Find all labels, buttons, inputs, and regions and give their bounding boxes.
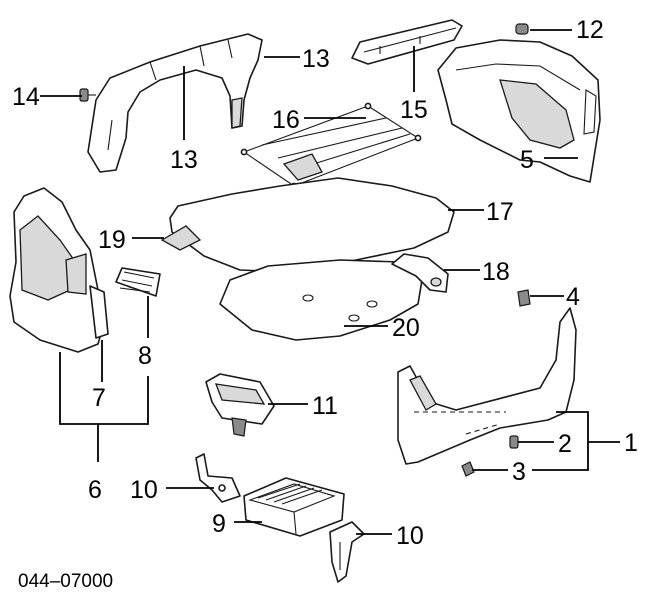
part-15-shelf-brace: [351, 19, 463, 65]
part-7-bracket: [89, 285, 109, 339]
callout-16: 16: [272, 106, 300, 134]
callout-5: 5: [520, 146, 534, 174]
callout-3: 3: [512, 458, 526, 486]
part-4-clip: [517, 289, 531, 307]
callout-13-top: 13: [302, 45, 330, 73]
part-9-amplifier: [243, 477, 345, 537]
callout-17: 17: [486, 198, 514, 226]
callout-13-lower: 13: [170, 146, 198, 174]
part-18-support-bracket: [391, 253, 449, 293]
part-12-clip: [515, 23, 529, 35]
callout-9: 9: [212, 510, 226, 538]
part-5-right-quarter-trim: [437, 39, 601, 183]
callout-10-upper: 10: [130, 476, 158, 504]
callout-10-lower: 10: [396, 522, 424, 550]
part-13-left-quarter-trim: [87, 33, 263, 173]
callout-11: 11: [312, 392, 338, 420]
part-10-bracket-lower: [329, 521, 365, 583]
part-6-left-side-trim: [9, 187, 107, 353]
part-14-clip: [79, 88, 96, 102]
callout-7: 7: [92, 384, 106, 412]
callout-6: 6: [88, 476, 102, 504]
part-3-clip: [461, 461, 475, 477]
callout-14: 14: [12, 83, 40, 111]
part-19-trim-piece: [160, 225, 202, 251]
part-10-bracket-upper: [195, 453, 241, 503]
callout-numbers: 13 13 14 12 15 16 5 17 19 18 4 20 8 7 6 …: [12, 16, 638, 550]
callout-2: 2: [558, 430, 572, 458]
part-2-clip: [509, 435, 519, 449]
callout-12: 12: [576, 16, 604, 44]
part-16-cargo-net: [240, 102, 422, 190]
callout-20: 20: [392, 314, 420, 342]
leader-lines: [40, 29, 620, 535]
callout-1: 1: [624, 429, 638, 457]
part-17-trunk-mat: [169, 177, 455, 273]
drawing-code: 044–07000: [18, 571, 113, 592]
part-8-vent-grille: [115, 267, 161, 297]
callout-4: 4: [566, 283, 580, 311]
part-11-storage-tray: [205, 373, 275, 437]
part-1-rear-finish-panel: [397, 307, 577, 465]
callout-19: 19: [98, 226, 126, 254]
part-20-floor-board: [219, 259, 423, 341]
callout-15: 15: [400, 96, 428, 124]
callout-8: 8: [138, 342, 152, 370]
callout-18: 18: [482, 258, 510, 286]
